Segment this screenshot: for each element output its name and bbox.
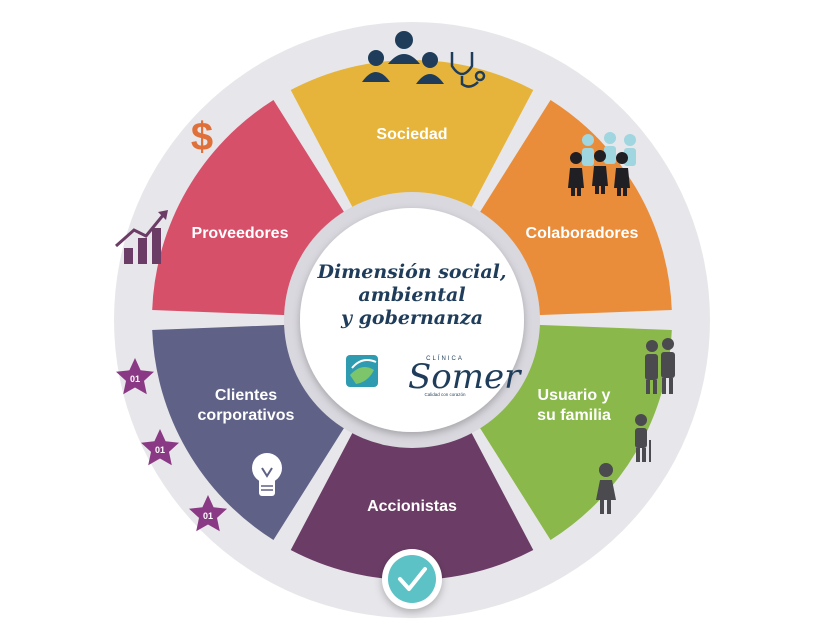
segment-accionistas	[290, 417, 534, 580]
star-icon	[116, 358, 154, 395]
center-title-line-3: y gobernanza	[340, 307, 483, 329]
segment-label-clientes-line-1: Clientes	[215, 387, 277, 404]
star-badge-3: 01	[189, 495, 227, 532]
segment-label-colaboradores: Colaboradores	[526, 225, 639, 242]
star-label: 01	[203, 511, 213, 521]
clinic-logo: CLÍNICA Somer Calidad con corazón	[346, 355, 522, 397]
logo-small-text: CLÍNICA	[426, 355, 464, 362]
segment-label-clientes-line-2: corporativos	[198, 407, 295, 424]
growth-chart-icon	[115, 210, 168, 264]
star-badge-2: 01	[141, 429, 179, 466]
checkmark-icon	[382, 549, 442, 609]
segment-label-accionistas: Accionistas	[367, 498, 457, 515]
staff-group-icon	[568, 132, 636, 196]
center-title-line-2: ambiental	[358, 284, 465, 306]
star-icon	[141, 429, 179, 466]
segment-label-usuario-line-2: su familia	[537, 407, 611, 424]
elderly-couple-icon	[645, 338, 675, 394]
people-group-icon	[362, 31, 444, 84]
segment-label-sociedad: Sociedad	[376, 126, 447, 143]
person-with-cane-icon	[635, 414, 651, 462]
segment-sociedad	[290, 60, 534, 223]
lightbulb-icon	[252, 453, 282, 496]
stars-group: 01 01 01	[116, 358, 227, 532]
segment-label-proveedores: Proveedores	[192, 225, 289, 242]
star-label: 01	[155, 445, 165, 455]
star-icon	[189, 495, 227, 532]
star-badge-1: 01	[116, 358, 154, 395]
stethoscope-icon	[450, 52, 486, 88]
logo-tagline: Calidad con corazón	[424, 392, 466, 397]
woman-icon	[596, 463, 616, 514]
segment-label-usuario-line-1: Usuario y	[538, 387, 611, 404]
center-title-line-1: Dimensión social,	[316, 261, 506, 283]
logo-brand: Somer	[408, 357, 522, 397]
dollar-icon: $	[191, 115, 213, 159]
star-label: 01	[130, 374, 140, 384]
